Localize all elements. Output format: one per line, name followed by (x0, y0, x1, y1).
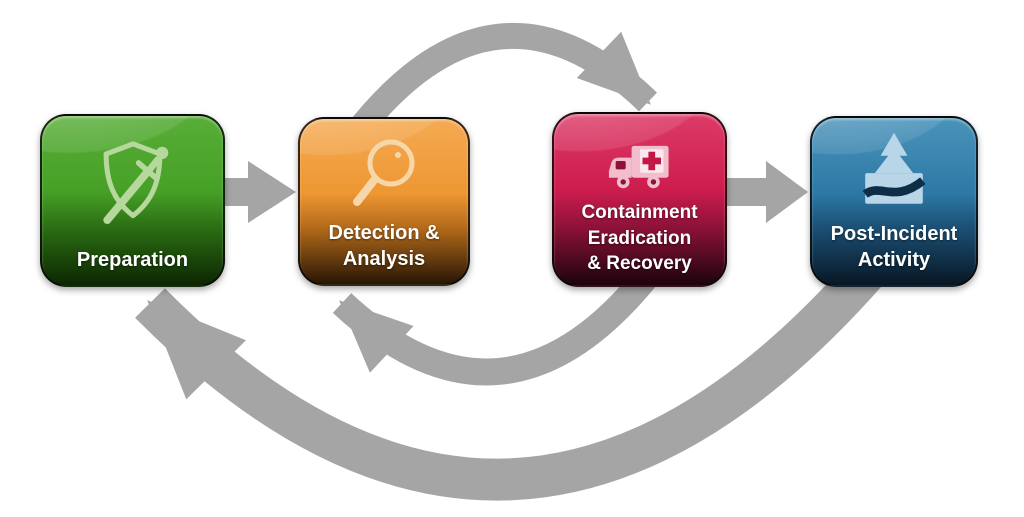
shield-sword-icon (42, 126, 223, 243)
arrow-detection-to-containment (344, 22, 658, 143)
pine-tree-path-icon (812, 127, 976, 228)
stage-detection-analysis-label: Detection & Analysis (328, 222, 440, 270)
arrow-postincident-to-preparation (135, 256, 884, 501)
stage-post-incident-activity-label: Post-Incident Activity (830, 223, 958, 271)
magnifier-icon (300, 127, 468, 232)
arrow-preparation-to-detection (205, 161, 296, 223)
arrow-containment-to-postincident (724, 161, 808, 223)
stage-preparation-label: Preparation (76, 249, 189, 271)
stage-containment-eradication-recovery-label: Containment Eradication & Recovery (581, 202, 698, 275)
ambulance-icon (554, 124, 725, 213)
stage-detection-analysis: Detection & Analysis (298, 117, 470, 286)
arrow-containment-to-detection (332, 263, 661, 386)
stage-containment-eradication-recovery: Containment Eradication & Recovery (552, 112, 727, 287)
stage-preparation: Preparation (40, 114, 225, 287)
stage-post-incident-activity: Post-Incident Activity (810, 116, 978, 287)
